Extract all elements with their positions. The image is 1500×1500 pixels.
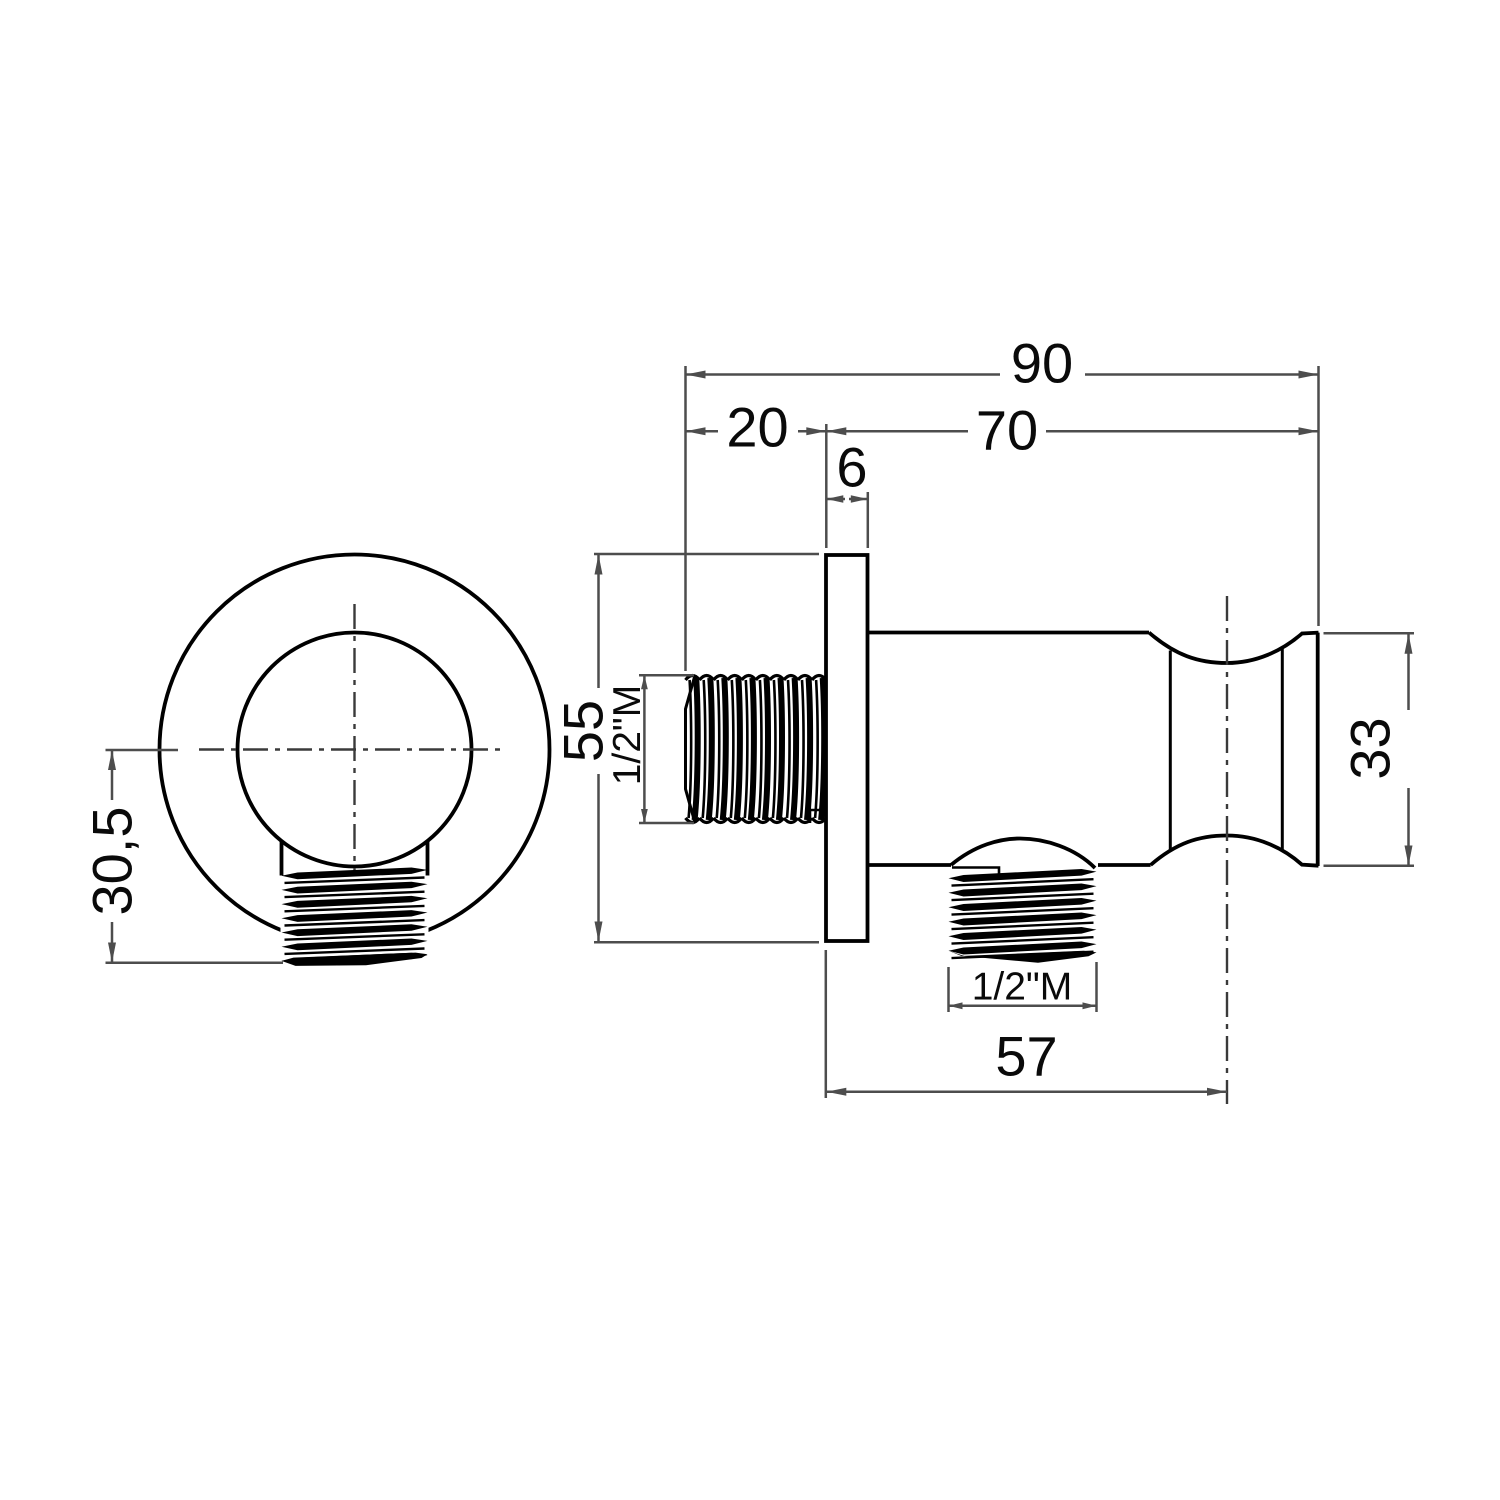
svg-text:1/2"M: 1/2"M <box>606 685 649 786</box>
svg-text:6: 6 <box>836 436 867 499</box>
svg-text:33: 33 <box>1339 717 1402 779</box>
svg-text:30,5: 30,5 <box>81 807 144 916</box>
svg-text:57: 57 <box>995 1025 1057 1088</box>
svg-text:20: 20 <box>726 396 788 459</box>
svg-text:70: 70 <box>976 399 1038 462</box>
svg-text:1/2"M: 1/2"M <box>972 966 1073 1009</box>
svg-text:90: 90 <box>1011 332 1073 395</box>
svg-text:55: 55 <box>552 700 615 762</box>
